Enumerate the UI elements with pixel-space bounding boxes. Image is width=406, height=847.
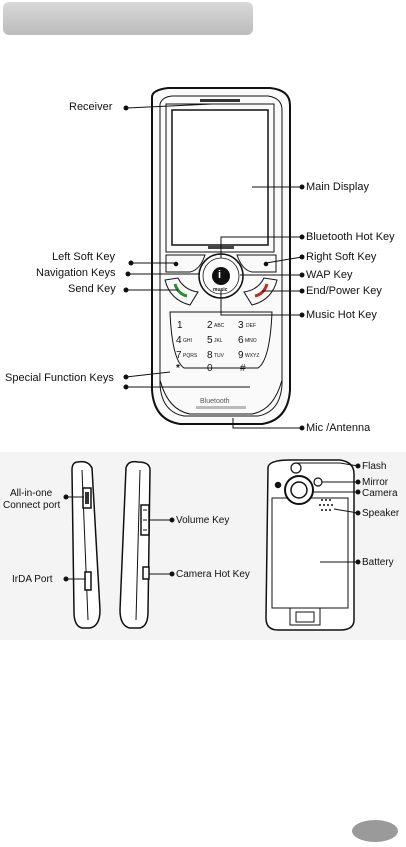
key-hash: #: [240, 363, 246, 374]
send-key-icon: [173, 283, 188, 298]
label-irda-port: IrDA Port: [12, 574, 53, 585]
label-bluetooth-hot-key: Bluetooth Hot Key: [306, 231, 395, 243]
label-navigation-keys: Navigation Keys: [36, 267, 116, 279]
irda-port: [84, 571, 92, 591]
label-camera-hot-key: Camera Hot Key: [176, 569, 250, 580]
end-key-icon: [254, 283, 269, 298]
key-9-letters: WXYZ: [245, 353, 260, 359]
key-5-letters: JKL: [214, 338, 223, 344]
main-display-screen: [171, 109, 269, 246]
side-view-left: [71, 460, 101, 629]
info-icon: i: [218, 269, 222, 281]
label-speaker: Speaker: [362, 508, 400, 519]
callout-lines: [63, 103, 361, 582]
camera-hot-key: [142, 566, 150, 580]
music-key-label: music: [213, 287, 228, 293]
label-flash: Flash: [362, 461, 387, 472]
page-number-badge: [352, 820, 398, 842]
key-4-letters: GHI: [183, 338, 192, 344]
receiver-slot: [200, 99, 240, 102]
label-send-key: Send Key: [68, 283, 116, 295]
label-left-soft-key: Left Soft Key: [52, 251, 115, 263]
label-all-in-one-1: All-in-one: [10, 488, 53, 499]
key-2: 2: [207, 320, 213, 331]
speaker-grille: [319, 499, 333, 511]
key-star: *: [176, 363, 180, 374]
label-mirror: Mirror: [362, 477, 389, 488]
key-9: 9: [238, 350, 244, 361]
label-music-hot-key: Music Hot Key: [306, 309, 377, 321]
key-0: 0: [207, 363, 213, 374]
label-main-display: Main Display: [306, 181, 369, 193]
label-camera: Camera: [362, 488, 398, 499]
label-battery: Battery: [362, 557, 394, 568]
mirror: [313, 477, 323, 487]
label-all-in-one-2: Connect port: [3, 500, 61, 511]
side-view-right: [119, 460, 151, 629]
back-phone: [265, 459, 355, 631]
key-6-letters: MNO: [245, 338, 257, 344]
label-right-soft-key: Right Soft Key: [306, 251, 377, 263]
key-3: 3: [238, 320, 244, 331]
label-mic-antenna: Mic /Antenna: [306, 422, 371, 434]
battery-cover: [271, 497, 349, 609]
key-6: 6: [238, 335, 244, 346]
key-7-letters: PQRS: [183, 353, 198, 359]
key-5: 5: [207, 335, 213, 346]
center-key: [212, 267, 230, 285]
key-1: 1: [177, 320, 183, 331]
label-special-function-keys: Special Function Keys: [5, 372, 114, 384]
key-2-letters: ABC: [214, 323, 225, 329]
key-8: 8: [207, 350, 213, 361]
key-8-letters: TUV: [214, 353, 224, 359]
label-end-power-key: End/Power Key: [306, 285, 382, 297]
key-3-letters: DEF: [246, 323, 256, 329]
label-receiver: Receiver: [69, 101, 113, 113]
header-bar: [3, 2, 253, 35]
key-7: 7: [176, 350, 182, 361]
label-wap-key: WAP Key: [306, 269, 353, 281]
key-4: 4: [176, 335, 182, 346]
bluetooth-logo: Bluetooth: [200, 398, 230, 405]
flash-light: [290, 462, 302, 474]
label-volume-key: Volume Key: [176, 515, 230, 526]
